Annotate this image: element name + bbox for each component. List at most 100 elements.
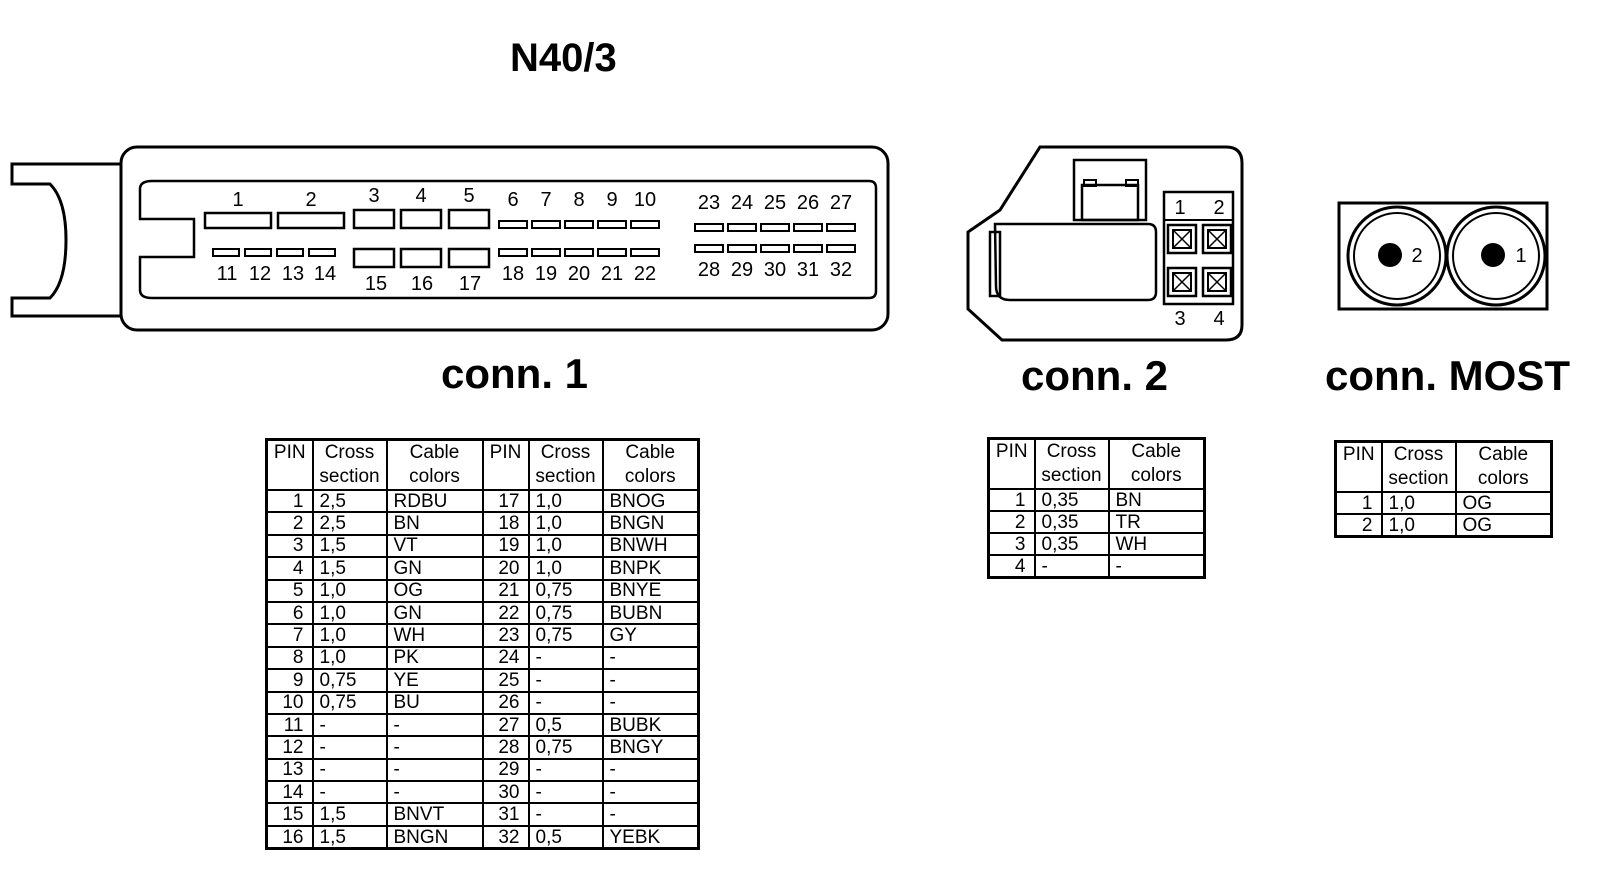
pin-cell: 21 xyxy=(481,578,530,603)
conn1-pin-label: 19 xyxy=(535,263,557,285)
cable-color-cell: BUBK xyxy=(601,712,700,738)
cross-section-cell: 1,5 xyxy=(311,533,388,559)
cable-color-cell: GY xyxy=(601,623,700,648)
header-cable-colors: Cable colors xyxy=(1454,440,1553,493)
conn1-pin-label: 3 xyxy=(368,185,379,207)
header-cross-section: Cross section xyxy=(1033,437,1110,490)
conn1-pin-label: 23 xyxy=(698,192,720,214)
pin-cell: 2 xyxy=(987,510,1036,534)
conn1-pin-label: 13 xyxy=(282,263,304,285)
cross-section-cell: 0,75 xyxy=(311,668,388,693)
cable-color-cell: - xyxy=(385,712,484,738)
cross-section-cell: 1,0 xyxy=(311,600,388,626)
conn1-pin-label: 5 xyxy=(463,185,474,207)
cross-section-cell: - xyxy=(1033,554,1110,579)
cross-section-cell: 1,5 xyxy=(311,824,388,850)
cross-section-cell: 0,75 xyxy=(311,690,388,715)
conn-most-pin-labels: 2 1 xyxy=(1411,245,1526,267)
conn1-pin-label: 25 xyxy=(764,192,786,214)
pin-cell: 26 xyxy=(481,690,530,715)
pin-cell: 28 xyxy=(481,735,530,760)
pin-cell: 4 xyxy=(987,554,1036,579)
conn1-pin-label: 20 xyxy=(568,263,590,285)
cross-section-cell: 0,75 xyxy=(527,600,604,626)
cable-color-cell: YE xyxy=(385,668,484,693)
pin-cell: 27 xyxy=(481,712,530,738)
cable-color-cell: BNVT xyxy=(385,802,484,827)
cable-color-cell: - xyxy=(601,802,700,827)
pin-cell: 20 xyxy=(481,556,530,581)
pin-cell: 12 xyxy=(265,735,314,760)
cross-section-cell: - xyxy=(311,780,388,805)
cable-color-cell: BNGN xyxy=(385,824,484,850)
conn1-pin-labels: 1 2 3 4 5 6 7 8 9 10 11 12 13 14 15 16 1… xyxy=(217,185,853,295)
cross-section-cell: 1,0 xyxy=(1380,513,1457,538)
conn1-pin-label: 4 xyxy=(415,185,426,207)
conn1-drawing xyxy=(10,145,890,332)
cable-color-cell: WH xyxy=(385,623,484,648)
cable-color-cell: - xyxy=(1107,554,1206,579)
pin-cell: 1 xyxy=(1334,491,1383,515)
cable-color-cell: OG xyxy=(1454,491,1553,515)
cable-color-cell: BNOG xyxy=(601,488,700,514)
conn1-pin-label: 11 xyxy=(217,263,238,285)
header-cross-section: Cross section xyxy=(527,438,604,491)
cross-section-cell: 0,5 xyxy=(527,712,604,738)
header-cross-section: Cross section xyxy=(1380,440,1457,493)
cable-color-cell: PK xyxy=(385,645,484,671)
cross-section-cell: 1,0 xyxy=(1380,491,1457,515)
conn1-pin-label: 21 xyxy=(601,263,623,285)
header-pin: PIN xyxy=(987,437,1036,490)
most-pin-label: 1 xyxy=(1515,245,1526,267)
pin-cell: 1 xyxy=(265,488,314,514)
cross-section-cell: 0,75 xyxy=(527,735,604,760)
cross-section-cell: 1,0 xyxy=(311,623,388,648)
cable-color-cell: BNGN xyxy=(601,511,700,536)
header-cable-colors: Cable colors xyxy=(1107,437,1206,490)
pin-cell: 31 xyxy=(481,802,530,827)
cable-color-cell: - xyxy=(385,757,484,783)
pin-cell: 32 xyxy=(481,824,530,850)
pin-cell: 5 xyxy=(265,578,314,603)
pin-cell: 1 xyxy=(987,488,1036,512)
conn1-pin-label: 18 xyxy=(502,263,524,285)
table-row: 4-- xyxy=(987,554,1206,579)
conn1-pin-label: 16 xyxy=(411,273,433,295)
pin-cell: 10 xyxy=(265,690,314,715)
cross-section-cell: 1,0 xyxy=(527,533,604,559)
conn1-pin-label: 24 xyxy=(731,192,753,214)
conn-most-caption: conn. MOST xyxy=(1325,352,1570,399)
cross-section-cell: - xyxy=(527,645,604,671)
table-header-row: PIN Cross section Cable colors xyxy=(1334,440,1553,493)
cross-section-cell: 1,5 xyxy=(311,556,388,581)
cable-color-cell: WH xyxy=(1107,532,1206,556)
pin-cell: 14 xyxy=(265,780,314,805)
pin-cell: 24 xyxy=(481,645,530,671)
most-pin-1-dot xyxy=(1481,243,1505,267)
cable-color-cell: BNYE xyxy=(601,578,700,603)
conn2-drawing xyxy=(966,145,1244,342)
header-cable-colors: Cable colors xyxy=(385,438,484,491)
cable-color-cell: OG xyxy=(385,578,484,603)
cable-color-cell: BUBN xyxy=(601,600,700,626)
pin-cell: 2 xyxy=(1334,513,1383,538)
pin-cell: 13 xyxy=(265,757,314,783)
pin-cell: 18 xyxy=(481,511,530,536)
cable-color-cell: - xyxy=(601,780,700,805)
conn1-pin-label: 7 xyxy=(540,189,551,211)
conn1-pin-label: 22 xyxy=(634,263,656,285)
cable-color-cell: GN xyxy=(385,600,484,626)
cross-section-cell: 2,5 xyxy=(311,488,388,514)
cross-section-cell: 0,35 xyxy=(1033,532,1110,556)
conn-most-drawing xyxy=(1337,201,1549,311)
